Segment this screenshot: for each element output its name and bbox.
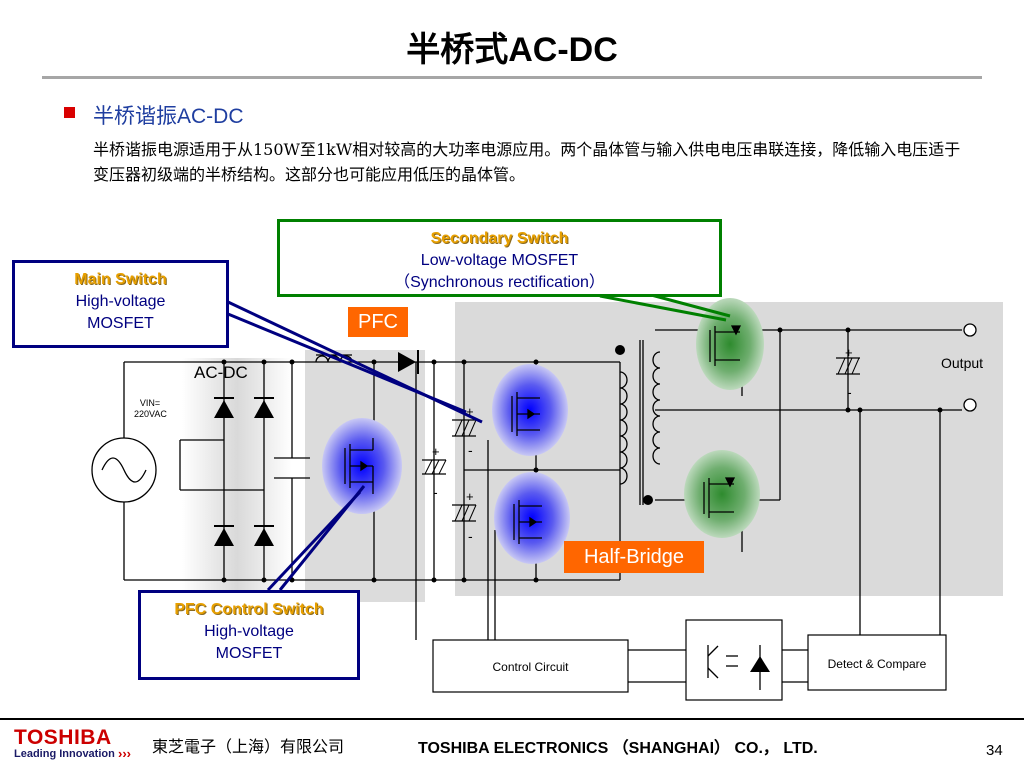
company-name-en: TOSHIBA ELECTRONICS （SHANGHAI） CO.， LTD. [418, 740, 818, 757]
description-paragraph: 半桥谐振电源适用于从150W至1kW相对较高的大功率电源应用。两个晶体管与输入供… [93, 140, 961, 184]
vin-label: VIN= 220VAC [134, 398, 167, 420]
pfc-control-switch-title: PFC Control Switch [174, 601, 324, 618]
detect-compare-box [807, 634, 947, 691]
rectifier-shade [182, 358, 292, 590]
mosfet-symbols [344, 325, 742, 544]
vin-label-line1: VIN= [139, 398, 161, 408]
out-cap-plus: + [845, 345, 853, 360]
secondary-switch-callout: Secondary Switch Low-voltage MOSFET （Syn… [277, 219, 722, 297]
optocoupler-box [685, 619, 783, 701]
title-divider [42, 76, 982, 79]
control-circuit-label: Control Circuit [492, 660, 569, 674]
page-number: 34 [986, 742, 1003, 759]
transformer-dots [615, 345, 653, 505]
toshiba-tagline: Leading Innovation [14, 748, 115, 760]
pfc-control-switch-callout: PFC Control Switch High-voltage MOSFET [138, 590, 360, 680]
bullet-square-icon [64, 107, 75, 118]
main-switch-title: Main Switch [74, 271, 167, 288]
bridge-diodes [214, 350, 419, 546]
secondary-switch-title: Secondary Switch [430, 230, 569, 247]
hb-low-switch-glow [494, 472, 570, 564]
cap3-minus: - [433, 484, 438, 500]
out-cap-minus: - [847, 384, 852, 400]
cap1-plus: + [466, 404, 474, 419]
pfc-control-switch-line1: High-voltage [204, 623, 294, 640]
sync-switch-top-glow [696, 298, 764, 390]
cap2-plus: + [466, 489, 474, 504]
optocoupler-led-icon [750, 656, 770, 672]
cap2-minus: - [468, 528, 473, 544]
main-switch-callout: Main Switch High-voltage MOSFET [12, 260, 229, 348]
company-name-cn: 東芝電子（上海）有限公司 [152, 737, 345, 756]
hb-high-switch-glow [492, 364, 568, 456]
acdc-label: AC-DC [194, 363, 248, 382]
secondary-switch-line2: （Synchronous rectification） [394, 274, 605, 291]
cap3-plus: + [432, 444, 440, 459]
output-label: Output [941, 355, 984, 371]
detect-compare-label: Detect & Compare [827, 657, 927, 671]
vin-label-line2: 220VAC [134, 409, 167, 419]
capacitor-hatches [424, 357, 860, 522]
half-bridge-tag: Half-Bridge [564, 541, 704, 573]
bullet-heading: 半桥谐振AC-DC [93, 105, 244, 128]
sync-switch-bottom-glow [684, 450, 760, 538]
footer-divider [0, 718, 1024, 720]
main-switch-line1: High-voltage [75, 293, 166, 310]
secondary-switch-line1: Low-voltage MOSFET [420, 252, 579, 269]
pfc-control-switch-line2: MOSFET [215, 645, 283, 662]
pfc-tag: PFC [348, 307, 408, 337]
callout-pointers [227, 300, 483, 592]
toshiba-logo: TOSHIBA [14, 726, 112, 749]
control-circuit-box [432, 639, 629, 693]
cap1-minus: - [468, 442, 473, 458]
tagline-arrows-icon: ››› [118, 746, 131, 761]
slide-title: 半桥式AC-DC [406, 31, 618, 69]
junction-dots [221, 327, 943, 583]
main-switch-line2: MOSFET [87, 315, 154, 332]
